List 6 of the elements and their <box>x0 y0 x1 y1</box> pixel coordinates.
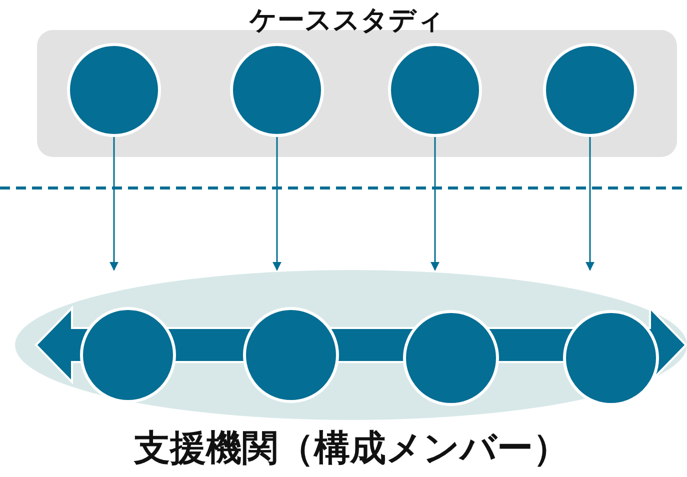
group-title: ケーススタディ <box>248 4 446 38</box>
arrow <box>110 137 118 271</box>
group-title: 支援機関（構成メンバー） <box>132 427 570 471</box>
arrow <box>586 137 594 271</box>
arrow <box>430 137 440 271</box>
arrow <box>272 137 282 271</box>
